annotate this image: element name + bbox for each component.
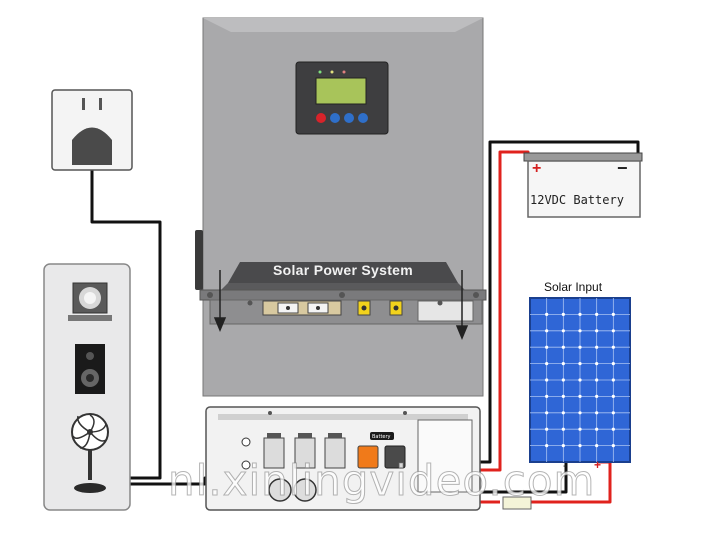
menu-button-2[interactable]	[344, 113, 354, 123]
battery-terminal-tag: Battery	[372, 434, 391, 440]
power-button[interactable]	[316, 113, 326, 123]
wall-outlet-icon	[51, 89, 133, 171]
battery-minus-sign: −	[617, 158, 628, 178]
solar-panel-icon	[529, 297, 631, 463]
battery-label: 12VDC Battery	[530, 193, 624, 207]
battery-icon	[523, 152, 643, 218]
title-band	[228, 262, 458, 283]
menu-button-3[interactable]	[358, 113, 368, 123]
menu-button-1[interactable]	[330, 113, 340, 123]
control-display	[295, 61, 389, 135]
battery-plus-sign: +	[532, 160, 542, 177]
inverter-title: Solar Power System	[272, 262, 413, 278]
appliance-panel	[43, 263, 131, 511]
computer-icon	[68, 282, 112, 321]
watermark: nl.xinlingvideo.com	[167, 456, 596, 506]
solar-plus-sign: +	[594, 458, 602, 472]
inverter-cabinet	[195, 17, 487, 397]
black-wire-outlet	[90, 168, 162, 480]
solar-input-label: Solar Input	[544, 280, 603, 294]
connection-box	[205, 406, 532, 511]
solar-minus-sign: -	[563, 460, 567, 472]
speaker-icon	[75, 344, 105, 394]
fan-icon	[71, 413, 109, 493]
